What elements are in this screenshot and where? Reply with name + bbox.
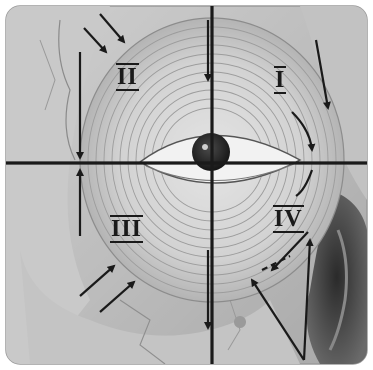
quadrant-label-text: II [116, 63, 139, 91]
quadrant-label-IV: IV [273, 205, 304, 233]
quadrant-label-I: I [274, 66, 286, 94]
quadrant-label-text: IV [273, 205, 304, 233]
quadrant-label-II: II [116, 63, 139, 91]
quadrant-label-text: III [110, 215, 143, 243]
quadrant-label-text: I [274, 66, 286, 94]
infraorbital-foramen [234, 316, 246, 328]
pupil-highlight [202, 144, 208, 150]
quadrant-label-III: III [110, 215, 143, 243]
